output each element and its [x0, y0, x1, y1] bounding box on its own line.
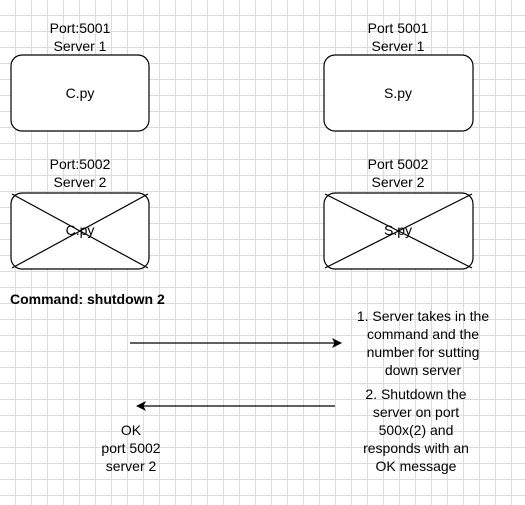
response-line: OK — [121, 422, 142, 438]
client-server2-server: Server 2 — [54, 174, 107, 190]
client-server2-port: Port:5002 — [50, 156, 111, 172]
client-server1-node: Port:5001 Server 1 C.py — [10, 20, 150, 132]
client-server2-node: Port:5002 Server 2 C.py — [10, 156, 150, 270]
step2-line: 2. Shutdown the — [365, 386, 466, 402]
response-text: OK port 5002 server 2 — [101, 422, 160, 474]
server-server1-label: S.py — [384, 85, 412, 101]
step1-line: number for sutting — [367, 344, 480, 360]
client-server2-label: C.py — [66, 222, 95, 238]
command-label: Command: shutdown 2 — [10, 291, 165, 307]
client-server1-server: Server 1 — [54, 38, 107, 54]
server-server1-node: Port 5001 Server 1 S.py — [323, 20, 474, 132]
response-line: port 5002 — [101, 440, 160, 456]
step1-line: down server — [385, 362, 462, 378]
response-line: server 2 — [106, 458, 157, 474]
client-server1-label: C.py — [66, 85, 95, 101]
server-server1-port: Port 5001 — [368, 20, 429, 36]
step2-line: server on port — [373, 404, 459, 420]
step2-line: OK message — [376, 458, 457, 474]
step1-line: 1. Server takes in the — [357, 308, 490, 324]
server-server2-node: Port 5002 Server 2 S.py — [323, 156, 474, 270]
client-server2-cross-line-b — [11, 193, 149, 269]
server-server2-port: Port 5002 — [368, 156, 429, 172]
step1-text: 1. Server takes in the command and the n… — [357, 308, 490, 378]
server-server1-server: Server 1 — [372, 38, 425, 54]
step1-line: command and the — [367, 326, 479, 342]
step2-text: 2. Shutdown the server on port 500x(2) a… — [363, 386, 469, 474]
client-server1-port: Port:5001 — [50, 20, 111, 36]
step2-line: 500x(2) and — [379, 422, 454, 438]
server-server2-server: Server 2 — [372, 174, 425, 190]
server-server2-cross-line-b — [324, 193, 473, 269]
step2-line: responds with an — [363, 440, 469, 456]
server-server1-box — [323, 54, 474, 132]
client-server1-box — [10, 54, 150, 132]
